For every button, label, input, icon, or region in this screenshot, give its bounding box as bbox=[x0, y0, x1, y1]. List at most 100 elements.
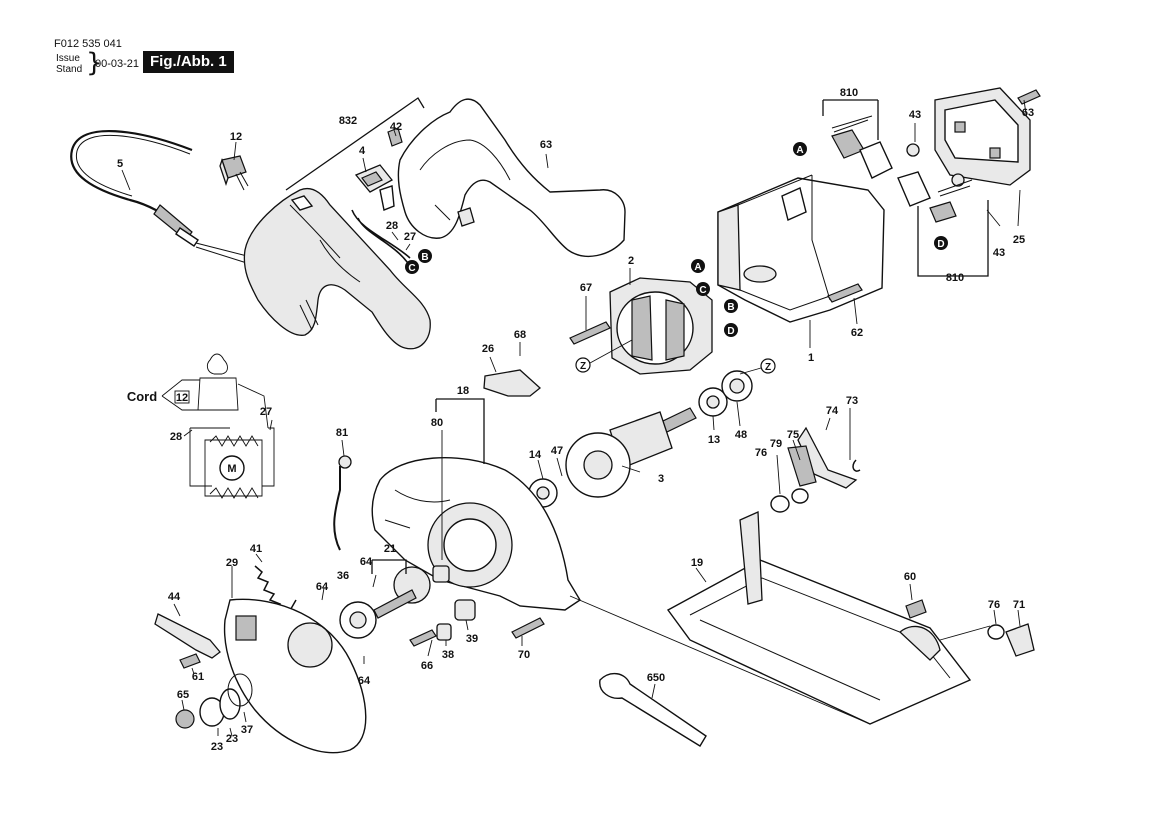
callout-43-lower: 43 bbox=[993, 247, 1005, 259]
screw-63b bbox=[1017, 89, 1041, 105]
connection-tag-z-right: Z bbox=[760, 358, 776, 374]
callout-5: 5 bbox=[117, 158, 123, 170]
spindle-gear bbox=[339, 566, 431, 639]
screw-66 bbox=[409, 629, 437, 647]
callout-38: 38 bbox=[442, 649, 454, 661]
callout-leader-lines bbox=[121, 99, 1027, 737]
callout-28: 28 bbox=[386, 220, 398, 232]
issue-label: Issue bbox=[56, 53, 80, 64]
callout-76-lower: 76 bbox=[988, 599, 1000, 611]
callout-71: 71 bbox=[1013, 599, 1025, 611]
armature bbox=[565, 407, 697, 498]
callout-62: 62 bbox=[851, 327, 863, 339]
svg-text:A: A bbox=[796, 145, 803, 156]
callout-27: 27 bbox=[404, 231, 416, 243]
handle-left-half bbox=[243, 187, 431, 350]
bushing-39 bbox=[454, 599, 476, 621]
callout-80: 80 bbox=[431, 417, 443, 429]
svg-text:B: B bbox=[727, 302, 734, 313]
connection-tag-d-field: D bbox=[724, 323, 738, 337]
handle-right-half bbox=[397, 98, 626, 257]
part-42 bbox=[387, 127, 403, 147]
callout-60: 60 bbox=[904, 571, 916, 583]
callout-66: 66 bbox=[421, 660, 433, 672]
callout-21: 21 bbox=[384, 543, 396, 555]
callout-41: 41 bbox=[250, 543, 262, 555]
callout-832: 832 bbox=[339, 115, 357, 127]
connection-tag-a-field: A bbox=[691, 259, 705, 273]
field-stator bbox=[609, 277, 713, 375]
motor-symbol-label: M bbox=[227, 463, 236, 475]
callout-70: 70 bbox=[518, 649, 530, 661]
screw-61 bbox=[179, 653, 201, 669]
part-number-callouts: 832 42 12 5 4 28 27 63 810 43 63 43 25 8… bbox=[117, 87, 1034, 753]
callout-63-handle: 63 bbox=[540, 139, 552, 151]
washer-79 bbox=[791, 488, 809, 504]
callout-23-left: 23 bbox=[211, 741, 223, 753]
screw-67 bbox=[569, 321, 611, 345]
callout-12: 12 bbox=[230, 131, 242, 143]
bracket-810a bbox=[822, 99, 879, 140]
connection-tag-d-brush: D bbox=[934, 236, 948, 250]
svg-text:D: D bbox=[937, 239, 944, 250]
callout-19: 19 bbox=[691, 557, 703, 569]
clip-73 bbox=[852, 459, 861, 472]
washer-23b bbox=[219, 688, 241, 720]
connection-tag-c-handle: C bbox=[405, 260, 419, 274]
bracket-21 bbox=[371, 559, 407, 574]
lever-26 bbox=[483, 369, 542, 397]
svg-text:A: A bbox=[694, 262, 701, 273]
callout-18: 18 bbox=[457, 385, 469, 397]
base-lead-lines bbox=[569, 595, 991, 725]
callout-39: 39 bbox=[466, 633, 478, 645]
pin-70 bbox=[511, 617, 545, 639]
callout-47: 47 bbox=[551, 445, 563, 457]
callout-23-right: 23 bbox=[226, 733, 238, 745]
callout-44: 44 bbox=[168, 591, 181, 603]
link-rod-81 bbox=[333, 466, 341, 551]
callout-27-wiring: 27 bbox=[260, 406, 272, 418]
callout-42: 42 bbox=[390, 121, 402, 133]
knob-43b bbox=[951, 173, 965, 187]
lever-74 bbox=[797, 426, 858, 489]
screw-65 bbox=[175, 709, 195, 729]
callout-64-lower: 64 bbox=[358, 675, 371, 687]
base-plate bbox=[666, 511, 972, 725]
wrench-650 bbox=[599, 673, 707, 747]
callout-74: 74 bbox=[826, 405, 839, 417]
callout-26: 26 bbox=[482, 343, 494, 355]
connection-tag-b-field: B bbox=[724, 299, 738, 313]
callout-75: 75 bbox=[787, 429, 799, 441]
callout-1: 1 bbox=[808, 352, 814, 364]
callout-64-upper: 64 bbox=[360, 556, 373, 568]
switch-part bbox=[219, 155, 249, 191]
callout-36: 36 bbox=[337, 570, 349, 582]
document-header: F012 535 041 Issue Stand } 00-03-21 Fig.… bbox=[0, 0, 300, 80]
callout-28-wiring: 28 bbox=[170, 431, 182, 443]
figure-label: Fig./Abb. 1 bbox=[143, 51, 234, 73]
callout-76-upper: 76 bbox=[755, 447, 767, 459]
svg-text:B: B bbox=[421, 252, 428, 263]
bracket-810b bbox=[917, 200, 989, 277]
callout-25: 25 bbox=[1013, 234, 1025, 246]
callout-14: 14 bbox=[529, 449, 542, 461]
callout-13: 13 bbox=[708, 434, 720, 446]
callout-810-upper: 810 bbox=[840, 87, 858, 99]
connection-tag-z-left: Z bbox=[575, 357, 591, 373]
callout-4: 4 bbox=[359, 145, 366, 157]
lever-44 bbox=[154, 613, 221, 659]
brace-glyph: } bbox=[86, 48, 103, 78]
svg-text:D: D bbox=[727, 326, 734, 337]
connection-tag-c-field: C bbox=[696, 282, 710, 296]
power-cord bbox=[70, 129, 256, 265]
callout-43-upper: 43 bbox=[909, 109, 921, 121]
callout-29: 29 bbox=[226, 557, 238, 569]
svg-text:Z: Z bbox=[580, 361, 586, 372]
svg-text:C: C bbox=[699, 285, 706, 296]
callout-64-left: 64 bbox=[316, 581, 329, 593]
cord-label: Cord bbox=[127, 389, 157, 404]
callout-81: 81 bbox=[336, 427, 348, 439]
screw-62 bbox=[827, 283, 863, 303]
callout-3: 3 bbox=[658, 473, 664, 485]
